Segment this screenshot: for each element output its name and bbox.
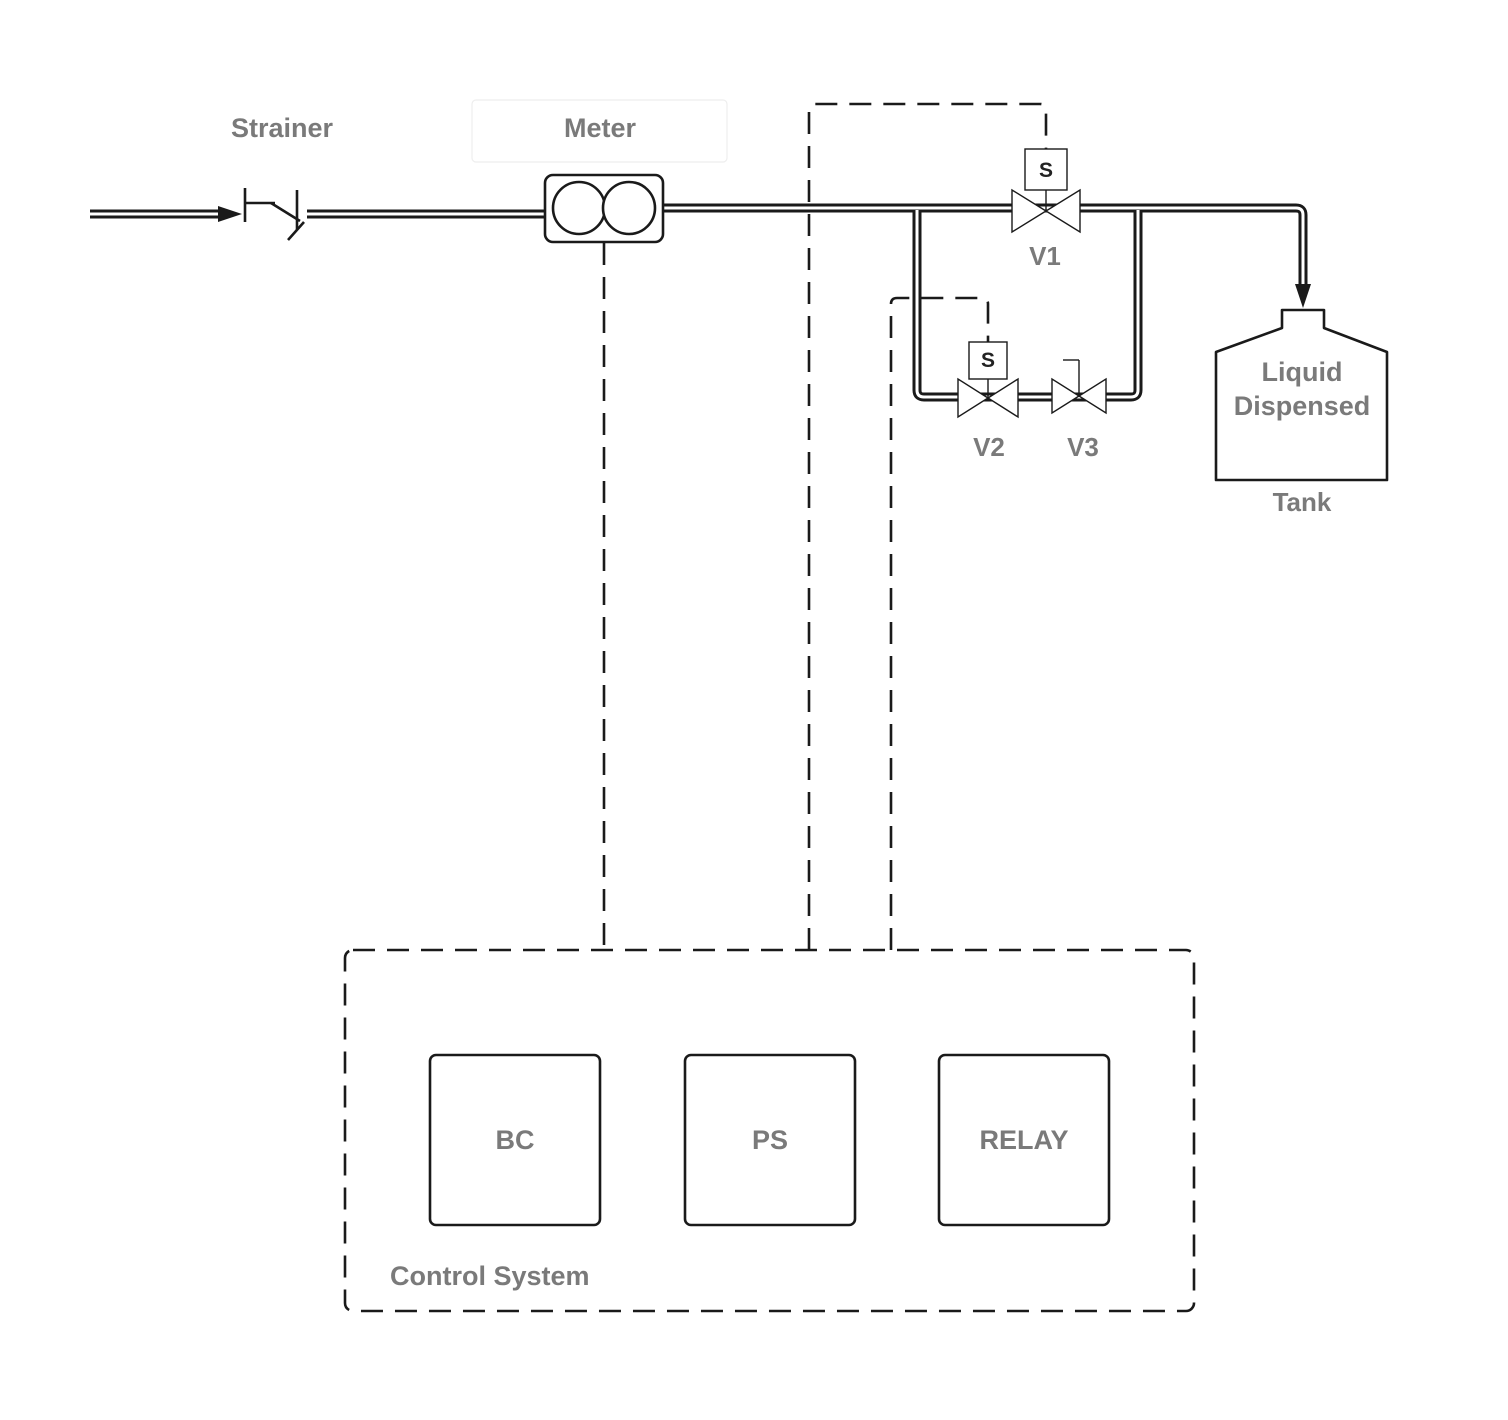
meter-label-box xyxy=(471,99,728,163)
v2-solenoid-letter: S xyxy=(981,349,995,372)
inlet-arrow-icon xyxy=(218,206,242,222)
bc-box xyxy=(428,1053,602,1227)
tank-label: Tank xyxy=(1273,487,1332,517)
ps-label: PS xyxy=(752,1125,788,1155)
control-system-container xyxy=(343,948,1196,1313)
inlet-pipe xyxy=(90,206,242,222)
v2-solenoid-icon xyxy=(968,341,1008,380)
meter-label: Meter xyxy=(564,113,637,143)
tank-contents-label-line2: Dispensed xyxy=(1234,391,1371,421)
v1-solenoid-icon xyxy=(1024,148,1068,191)
control-system-label: Control System xyxy=(390,1261,590,1291)
valve-v2 xyxy=(957,341,1019,419)
valve-v1 xyxy=(1011,148,1081,234)
v2-signal-line xyxy=(889,296,990,950)
main-line-pipe xyxy=(663,203,1311,308)
valve-v3 xyxy=(1051,359,1107,415)
v2-label: V2 xyxy=(973,432,1005,462)
relay-box xyxy=(937,1053,1111,1227)
strainer-icon xyxy=(243,188,305,241)
tank-inlet-arrow-icon xyxy=(1295,284,1311,308)
tank-icon xyxy=(1214,308,1389,482)
tank-contents-label-line1: Liquid xyxy=(1262,357,1343,387)
bc-label: BC xyxy=(496,1125,535,1155)
v3-label: V3 xyxy=(1067,432,1099,462)
bypass-loop-pipe xyxy=(912,210,1143,402)
v1-solenoid-letter: S xyxy=(1039,159,1053,182)
v1-signal-line xyxy=(807,102,1048,950)
ps-box xyxy=(683,1053,857,1227)
flow-meter-icon xyxy=(543,173,665,244)
relay-label: RELAY xyxy=(979,1125,1068,1155)
v1-label: V1 xyxy=(1029,241,1061,271)
strainer-label: Strainer xyxy=(231,113,334,143)
